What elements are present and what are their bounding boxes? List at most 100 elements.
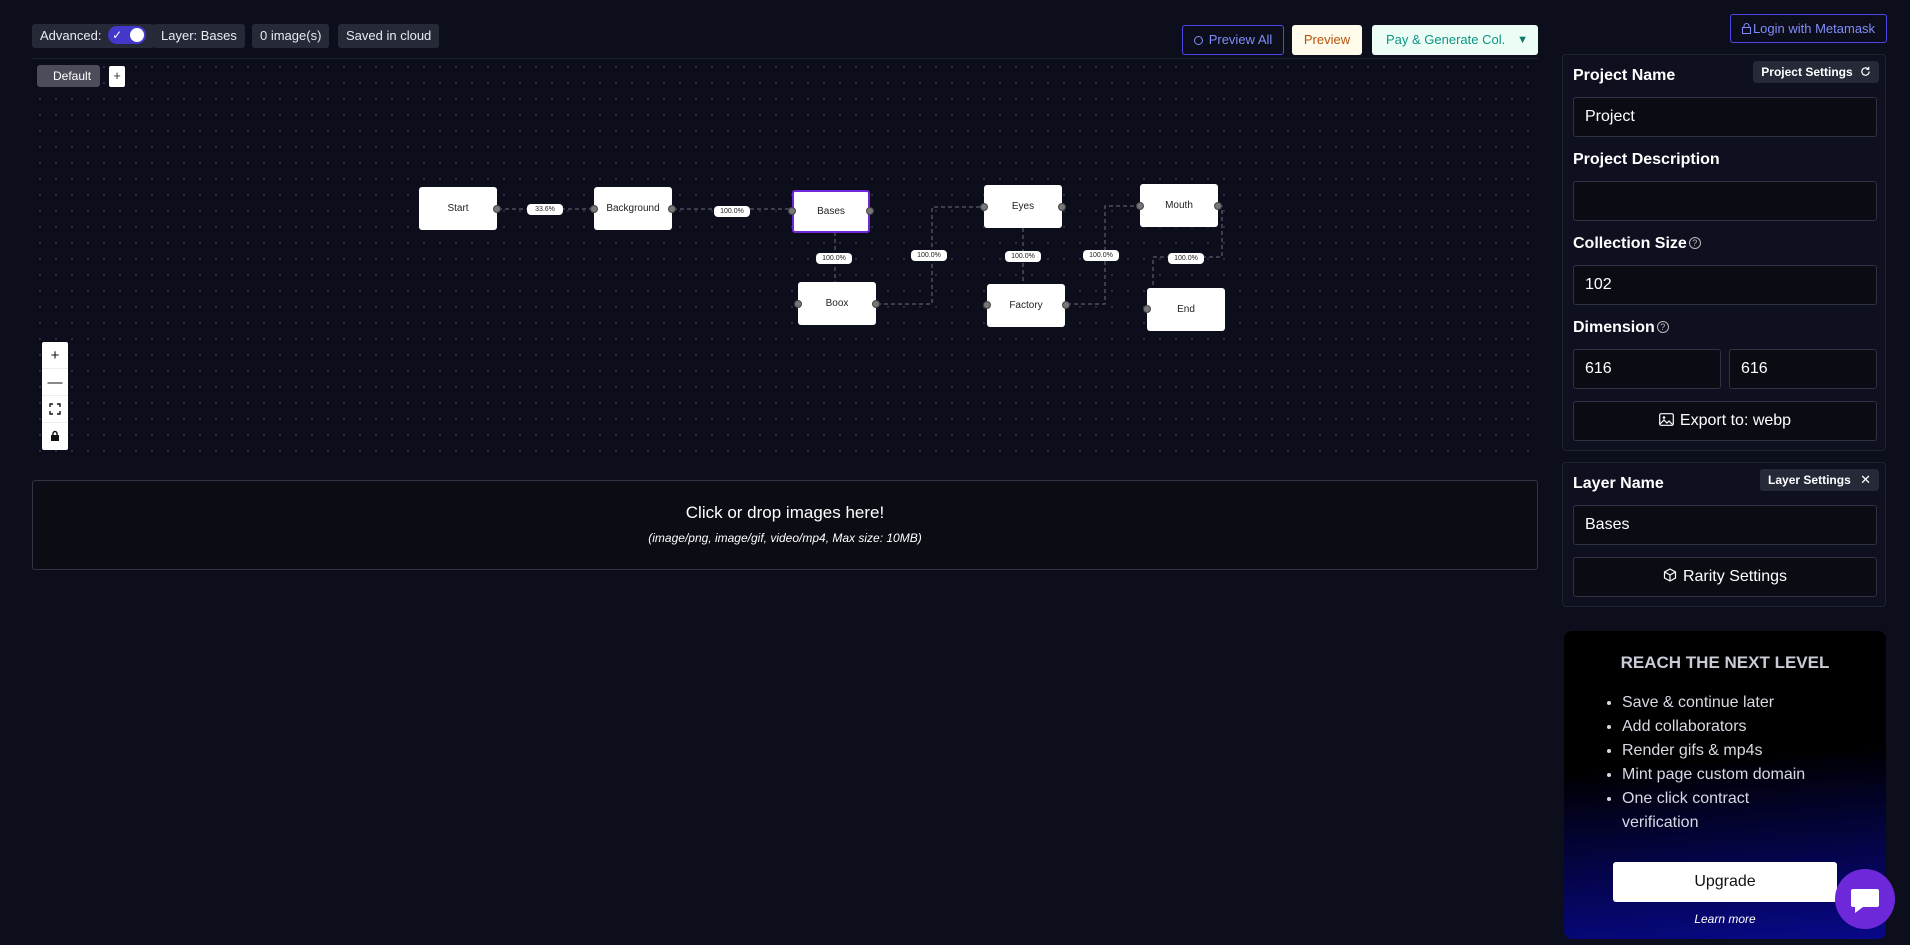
port-bases-out[interactable] [866, 207, 874, 215]
close-icon[interactable]: ✕ [1860, 472, 1871, 487]
rarity-settings-button[interactable]: Rarity Settings [1573, 557, 1877, 597]
list-item: Render gifs & mp4s [1622, 739, 1886, 763]
refresh-icon[interactable] [1860, 66, 1871, 77]
edge-boox-eyes [877, 206, 985, 305]
dimension-label-wrap: Dimension? [1573, 319, 1669, 337]
edge-label-mouth-end: 100.0% [1168, 253, 1204, 264]
edge-label-start-background: 33.6% [527, 204, 563, 215]
edge-label-factory-mouth: 100.0% [1083, 250, 1119, 261]
cube-icon [1663, 568, 1677, 582]
advanced-toggle[interactable]: ✓ [108, 26, 147, 45]
port-boox-in[interactable] [794, 300, 802, 308]
toggle-knob [130, 28, 145, 43]
port-mouth-in[interactable] [1136, 202, 1144, 210]
layer-chip: Layer: Bases [153, 24, 245, 48]
help-icon[interactable]: ? [1656, 321, 1669, 333]
add-tab-button[interactable]: + [109, 66, 125, 87]
port-mouth-out[interactable] [1214, 202, 1222, 210]
login-label: Login with Metamask [1752, 21, 1876, 36]
port-boox-out[interactable] [872, 300, 880, 308]
project-name-label: Project Name [1573, 67, 1676, 84]
project-settings-tag[interactable]: Project Settings [1753, 61, 1879, 83]
pay-generate-button[interactable]: Pay & Generate Col. ▼ [1372, 25, 1538, 55]
chat-icon [1851, 889, 1879, 913]
list-item: Mint page custom domain [1622, 763, 1886, 787]
upgrade-button[interactable]: Upgrade [1613, 862, 1837, 902]
port-bases-in[interactable] [788, 207, 796, 215]
preview-all-label: Preview All [1208, 32, 1273, 47]
edge-label-boox-eyes: 100.0% [911, 250, 947, 261]
width-input[interactable]: 616 [1573, 349, 1721, 389]
node-bases[interactable]: Bases [792, 190, 870, 233]
node-factory[interactable]: Factory [987, 284, 1065, 327]
chat-button[interactable] [1835, 869, 1895, 929]
caret-down-icon[interactable]: ▼ [1517, 34, 1528, 46]
circle-icon [1193, 36, 1203, 45]
layer-settings-tag[interactable]: Layer Settings ✕ [1760, 469, 1879, 491]
port-factory-out[interactable] [1062, 301, 1070, 309]
node-end[interactable]: End [1147, 288, 1225, 331]
collection-size-label: Collection Size [1573, 235, 1687, 252]
node-boox[interactable]: Boox [798, 282, 876, 325]
fit-view-icon [49, 403, 61, 415]
fit-view-button[interactable] [42, 396, 68, 423]
port-eyes-out[interactable] [1058, 203, 1066, 211]
images-count-chip: 0 image(s) [252, 24, 330, 48]
tab-default[interactable]: Default [37, 65, 100, 87]
advanced-label: Advanced: [40, 28, 102, 43]
zoom-in-button[interactable]: + [42, 342, 68, 369]
layer-name-label: Layer Name [1573, 475, 1664, 492]
project-name-input[interactable]: Project [1573, 97, 1877, 137]
login-metamask-button[interactable]: Login with Metamask [1730, 14, 1887, 43]
dimension-label: Dimension [1573, 319, 1655, 336]
lock-icon [1741, 23, 1751, 34]
check-icon: ✓ [112, 28, 123, 43]
height-input[interactable]: 616 [1729, 349, 1877, 389]
layer-name-input[interactable]: Bases [1573, 505, 1877, 545]
project-settings-tag-label: Project Settings [1761, 65, 1853, 79]
node-eyes[interactable]: Eyes [984, 185, 1062, 228]
collection-size-input[interactable]: 102 [1573, 265, 1877, 305]
layer-graph-canvas[interactable] [32, 58, 1538, 454]
project-settings-panel: Project Settings Project Name Project Pr… [1562, 54, 1886, 451]
image-dropzone[interactable]: Click or drop images here! (image/png, i… [32, 480, 1538, 570]
upgrade-promo-card: REACH THE NEXT LEVEL Save & continue lat… [1564, 631, 1886, 939]
list-item: Save & continue later [1622, 691, 1886, 715]
edge-label-background-bases: 100.0% [714, 206, 750, 217]
rarity-settings-label: Rarity Settings [1682, 568, 1788, 585]
list-item: One click contract verification [1622, 787, 1822, 835]
port-end-in[interactable] [1143, 305, 1151, 313]
node-start[interactable]: Start [419, 187, 497, 230]
dropzone-title: Click or drop images here! [685, 503, 885, 522]
zoom-controls: + — [42, 342, 68, 450]
lock-icon [51, 430, 59, 441]
export-label: Export to: webp [1679, 412, 1792, 429]
layer-settings-panel: Layer Settings ✕ Layer Name Bases Rarity… [1562, 462, 1886, 607]
port-background-in[interactable] [590, 205, 598, 213]
zoom-out-button[interactable]: — [42, 369, 68, 396]
edge-label-bases-boox: 100.0% [816, 253, 852, 264]
help-icon[interactable]: ? [1688, 237, 1701, 249]
dropzone-hint: (image/png, image/gif, video/mp4, Max si… [648, 531, 922, 545]
saved-status-chip: Saved in cloud [338, 24, 440, 48]
project-description-label: Project Description [1573, 151, 1720, 168]
preview-button[interactable]: Preview [1292, 25, 1362, 55]
node-mouth[interactable]: Mouth [1140, 184, 1218, 227]
port-start-out[interactable] [493, 205, 501, 213]
lock-view-button[interactable] [42, 423, 68, 450]
port-background-out[interactable] [668, 205, 676, 213]
promo-title: REACH THE NEXT LEVEL [1620, 653, 1830, 672]
project-description-input[interactable] [1573, 181, 1877, 221]
port-factory-in[interactable] [983, 301, 991, 309]
edge-label-eyes-factory: 100.0% [1005, 251, 1041, 262]
image-icon [1659, 413, 1674, 426]
promo-feature-list: Save & continue later Add collaborators … [1622, 691, 1886, 835]
collection-size-label-wrap: Collection Size? [1573, 235, 1701, 253]
port-eyes-in[interactable] [980, 203, 988, 211]
learn-more-link[interactable]: Learn more [1694, 912, 1756, 926]
advanced-toggle-chip: Advanced: ✓ [32, 24, 155, 48]
export-button[interactable]: Export to: webp [1573, 401, 1877, 441]
list-item: Add collaborators [1622, 715, 1886, 739]
node-background[interactable]: Background [594, 187, 672, 230]
preview-all-button[interactable]: Preview All [1182, 25, 1284, 55]
